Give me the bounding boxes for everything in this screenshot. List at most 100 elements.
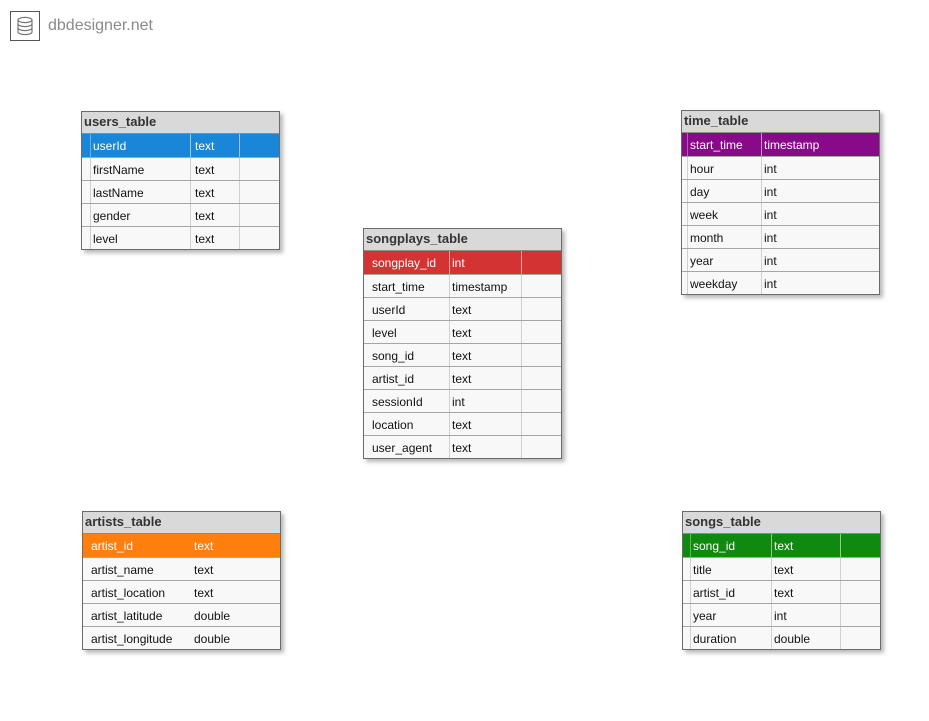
field-type: int: [452, 256, 465, 270]
column-divider: [687, 203, 688, 225]
table-title[interactable]: songs_table: [683, 512, 880, 534]
field-name: artist_latitude: [91, 609, 163, 623]
field-name: title: [693, 563, 712, 577]
field-type: int: [764, 162, 777, 176]
field-type: text: [452, 418, 472, 432]
column-divider: [687, 180, 688, 202]
table-row[interactable]: start_time timestamp: [364, 274, 561, 297]
column-divider: [190, 181, 191, 203]
column-divider: [239, 204, 240, 226]
field-type: text: [194, 539, 214, 553]
table-title[interactable]: artists_table: [83, 512, 280, 534]
field-type: text: [452, 326, 472, 340]
field-name: start_time: [372, 280, 425, 294]
table-row[interactable]: artist_latitude double: [83, 603, 280, 626]
primary-key-row[interactable]: userId text: [82, 134, 279, 157]
field-name: artist_id: [91, 539, 134, 553]
brand-name: dbdesigner.net: [48, 17, 153, 34]
field-name: artist_id: [693, 586, 736, 600]
primary-key-row[interactable]: artist_id text: [83, 534, 280, 557]
column-divider: [449, 344, 450, 366]
field-type: text: [452, 349, 472, 363]
column-divider: [239, 227, 240, 249]
column-divider: [690, 604, 691, 626]
field-name: weekday: [690, 277, 738, 291]
brand-logo[interactable]: dbdesigner.net: [10, 10, 153, 42]
table-row[interactable]: hour int: [682, 156, 879, 179]
field-type: text: [194, 586, 214, 600]
field-name: userId: [93, 139, 127, 153]
field-type: text: [195, 232, 215, 246]
table-title[interactable]: time_table: [682, 111, 879, 133]
column-divider: [761, 133, 762, 156]
field-type: text: [774, 539, 794, 553]
field-name: artist_name: [91, 563, 154, 577]
column-divider: [239, 181, 240, 203]
field-name: week: [690, 208, 719, 222]
field-type: text: [452, 303, 472, 317]
field-name: sessionId: [372, 395, 423, 409]
column-divider: [521, 367, 522, 389]
column-divider: [90, 158, 91, 180]
column-divider: [840, 534, 841, 557]
field-name: duration: [693, 632, 737, 646]
column-divider: [761, 272, 762, 294]
column-divider: [771, 558, 772, 580]
column-divider: [190, 227, 191, 249]
field-name: lastName: [93, 186, 144, 200]
field-name: hour: [690, 162, 715, 176]
table-title[interactable]: users_table: [82, 112, 279, 134]
column-divider: [687, 249, 688, 271]
field-name: year: [693, 609, 717, 623]
field-name: gender: [93, 209, 131, 223]
field-type: text: [774, 563, 794, 577]
field-type: text: [195, 139, 215, 153]
table-title[interactable]: songplays_table: [364, 229, 561, 251]
field-name: song_id: [693, 539, 736, 553]
column-divider: [840, 604, 841, 626]
field-type: double: [194, 609, 231, 623]
field-name: year: [690, 254, 714, 268]
column-divider: [90, 181, 91, 203]
column-divider: [449, 321, 450, 343]
field-type: timestamp: [452, 280, 508, 294]
column-divider: [840, 581, 841, 603]
table-row[interactable]: title text: [683, 557, 880, 580]
column-divider: [521, 436, 522, 458]
field-name: user_agent: [372, 441, 433, 455]
table-row[interactable]: artist_name text: [83, 557, 280, 580]
primary-key-row[interactable]: song_id text: [683, 534, 880, 557]
column-divider: [449, 390, 450, 412]
column-divider: [687, 272, 688, 294]
field-type: text: [194, 563, 214, 577]
column-divider: [690, 627, 691, 649]
